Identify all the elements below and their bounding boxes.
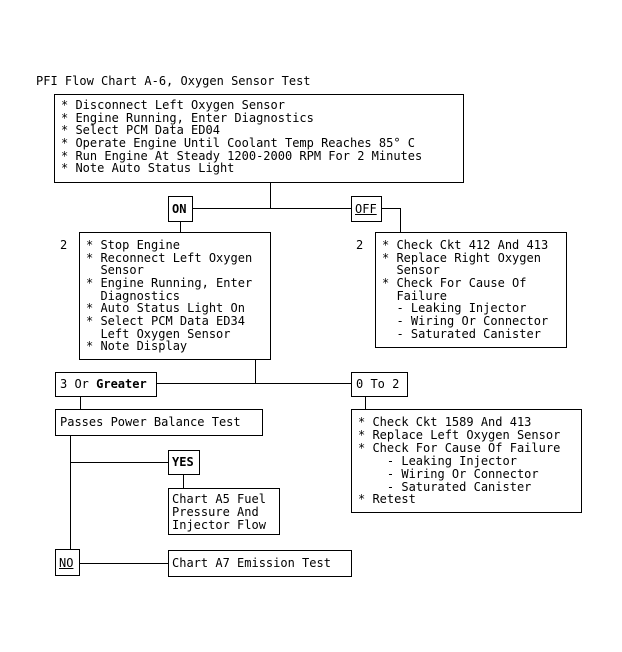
chart-title: PFI Flow Chart A-6, Oxygen Sensor Test (36, 74, 311, 88)
step-line: Failure (382, 289, 448, 303)
step-line: * Check Ckt 412 And 413 (382, 238, 549, 252)
connector-line (70, 462, 168, 463)
step-line: * Check For Cause Of Failure (358, 441, 561, 455)
off-steps-box: * Check Ckt 412 And 413 * Replace Right … (375, 232, 567, 348)
step-line: * Select PCM Data ED04 (61, 123, 220, 137)
step-line: Left Oxygen Sensor (86, 327, 231, 341)
connector-line (80, 396, 81, 409)
step-line: * Replace Right Oxygen (382, 251, 541, 265)
greater-label: 3 Or Greater (60, 377, 147, 391)
step-line: * Note Display (86, 339, 188, 353)
step-line: * Retest (358, 492, 416, 506)
step-line: Sensor (86, 263, 144, 277)
step-line: * Auto Status Light On (86, 301, 245, 315)
chart-a5-line: Pressure And (172, 505, 259, 519)
no-label: NO (59, 556, 74, 570)
step-line: - Saturated Canister (358, 480, 532, 494)
step-line: * Check Ckt 1589 And 413 (358, 415, 532, 429)
connector-line (79, 563, 168, 564)
passes-test-box: Passes Power Balance Test (55, 409, 263, 436)
connector-line (156, 383, 352, 384)
right-steps-box: * Check Ckt 1589 And 413 * Replace Left … (351, 409, 582, 513)
start-steps-box: * Disconnect Left Oxygen Sensor * Engine… (54, 94, 464, 183)
on-branch-box: ON (168, 196, 193, 222)
step-line: Sensor (382, 263, 440, 277)
connector-line (192, 208, 352, 209)
step-line: Diagnostics (86, 289, 180, 303)
step-number: 2 (60, 238, 68, 252)
step-line: - Leaking Injector (358, 454, 517, 468)
connector-line (270, 183, 271, 208)
step-line: - Wiring Or Connector (358, 467, 539, 481)
step-line: * Operate Engine Until Coolant Temp Reac… (61, 136, 416, 150)
step-line: * Select PCM Data ED34 (86, 314, 245, 328)
connector-line (183, 474, 184, 489)
step-line: * Disconnect Left Oxygen Sensor (61, 98, 285, 112)
step-line: * Reconnect Left Oxygen (86, 251, 253, 265)
connector-line (70, 436, 71, 549)
greater-branch-box: 3 Or Greater (55, 372, 157, 397)
passes-label: Passes Power Balance Test (60, 415, 241, 429)
step-line: - Wiring Or Connector (382, 314, 549, 328)
yes-branch-box: YES (168, 450, 200, 475)
greater-bold: Greater (96, 377, 147, 391)
chart-a5-line: Chart A5 Fuel (172, 492, 266, 506)
step-line: * Check For Cause Of (382, 276, 527, 290)
step-number: 2 (356, 238, 364, 252)
step-line: * Note Auto Status Light (61, 161, 235, 175)
off-label: OFF (355, 202, 377, 216)
step-line: * Run Engine At Steady 1200-2000 RPM For… (61, 149, 423, 163)
on-label: ON (172, 202, 187, 216)
step-line: - Leaking Injector (382, 301, 527, 315)
chart-a7-label: Chart A7 Emission Test (172, 556, 331, 570)
on-steps-box: * Stop Engine * Reconnect Left Oxygen Se… (79, 232, 271, 360)
connector-line (255, 360, 256, 383)
yes-label: YES (172, 455, 194, 469)
zero-to-two-label: 0 To 2 (356, 377, 400, 391)
off-branch-box: OFF (351, 196, 382, 222)
step-line: * Stop Engine (86, 238, 180, 252)
connector-line (400, 208, 401, 233)
step-line: - Saturated Canister (382, 327, 541, 341)
connector-line (365, 396, 366, 409)
greater-prefix: 3 Or (60, 377, 97, 391)
connector-line (180, 221, 181, 233)
chart-a5-box: Chart A5 Fuel Pressure And Injector Flow (168, 488, 280, 535)
chart-a5-line: Injector Flow (172, 518, 266, 532)
no-branch-box: NO (55, 549, 80, 576)
chart-a7-box: Chart A7 Emission Test (168, 550, 352, 577)
step-line: * Replace Left Oxygen Sensor (358, 428, 561, 442)
connector-line (381, 208, 400, 209)
step-line: * Engine Running, Enter (86, 276, 253, 290)
zero-to-two-box: 0 To 2 (351, 372, 408, 397)
step-line: * Engine Running, Enter Diagnostics (61, 111, 314, 125)
